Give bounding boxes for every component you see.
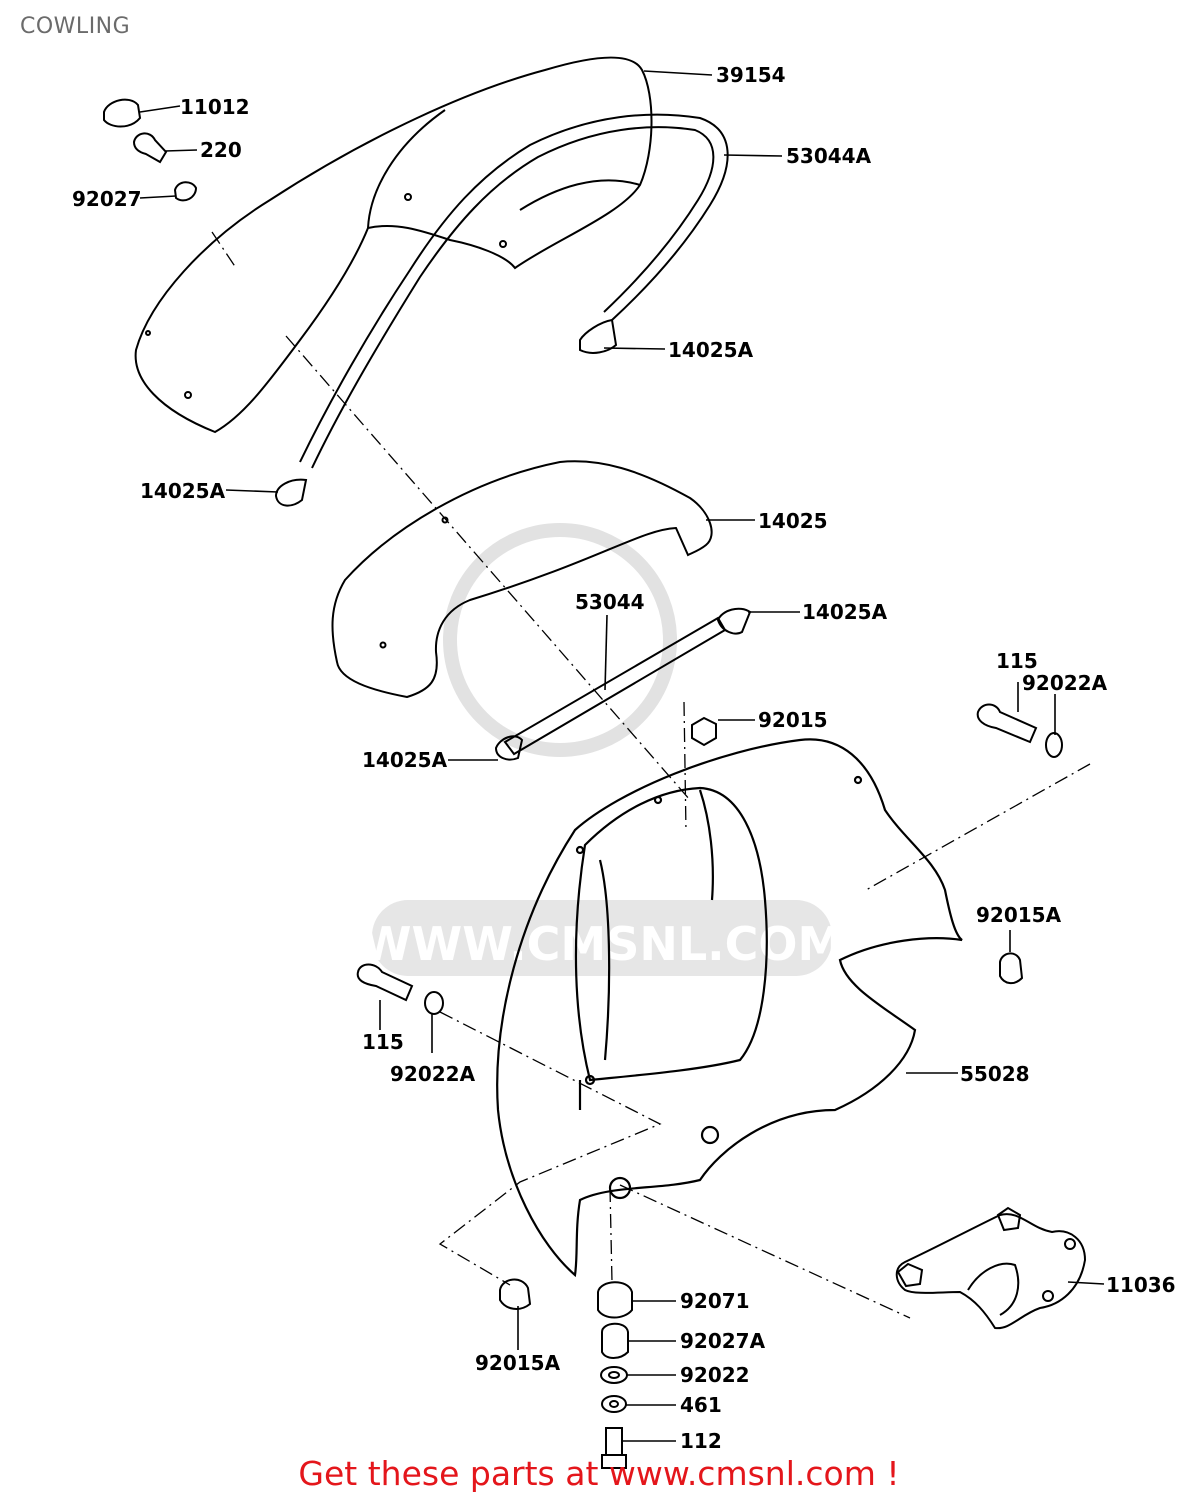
label-115-right: 115 <box>996 649 1038 673</box>
label-461: 461 <box>680 1393 722 1417</box>
label-11012: 11012 <box>180 95 250 119</box>
label-39154: 39154 <box>716 63 786 87</box>
watermark: WWW.CMSNL.COM <box>361 523 844 976</box>
label-14025A-lower: 14025A <box>362 748 448 772</box>
label-14025A-left: 14025A <box>140 479 226 503</box>
visor-14025 <box>331 460 713 699</box>
label-11036: 11036 <box>1106 1273 1176 1297</box>
label-55028: 55028 <box>960 1062 1030 1086</box>
label-53044A: 53044A <box>786 144 872 168</box>
watermark-text: WWW.CMSNL.COM <box>361 917 844 971</box>
footer-link[interactable]: Get these parts at www.cmsnl.com ! <box>298 1454 900 1493</box>
trim-strip-53044A <box>274 113 729 507</box>
assembly-guide-lines <box>211 231 1091 1319</box>
cowling-body-55028 <box>496 738 963 1278</box>
label-14025A-mid: 14025A <box>802 600 888 624</box>
leader-lines <box>139 70 1105 1442</box>
label-92027A: 92027A <box>680 1329 766 1353</box>
windscreen-39154 <box>134 56 653 434</box>
label-220: 220 <box>200 138 242 162</box>
strip-53044 <box>494 607 752 761</box>
label-92022: 92022 <box>680 1363 750 1387</box>
label-92071: 92071 <box>680 1289 750 1313</box>
label-14025A-top: 14025A <box>668 338 754 362</box>
bracket-11036 <box>895 1206 1087 1330</box>
label-112: 112 <box>680 1429 722 1453</box>
label-92015: 92015 <box>758 708 828 732</box>
label-14025: 14025 <box>758 509 828 533</box>
part-labels: 39154 11012 220 92027 53044A 14025A 1402… <box>72 63 1176 1453</box>
page-title: COWLING <box>20 14 131 39</box>
label-115-left: 115 <box>362 1030 404 1054</box>
label-92022A-right: 92022A <box>1022 671 1108 695</box>
label-92015A-bottom: 92015A <box>475 1351 561 1375</box>
label-92027: 92027 <box>72 187 142 211</box>
label-53044: 53044 <box>575 590 645 614</box>
label-92022A-left: 92022A <box>390 1062 476 1086</box>
hardware-parts <box>103 98 1063 1469</box>
label-92015A-right: 92015A <box>976 903 1062 927</box>
